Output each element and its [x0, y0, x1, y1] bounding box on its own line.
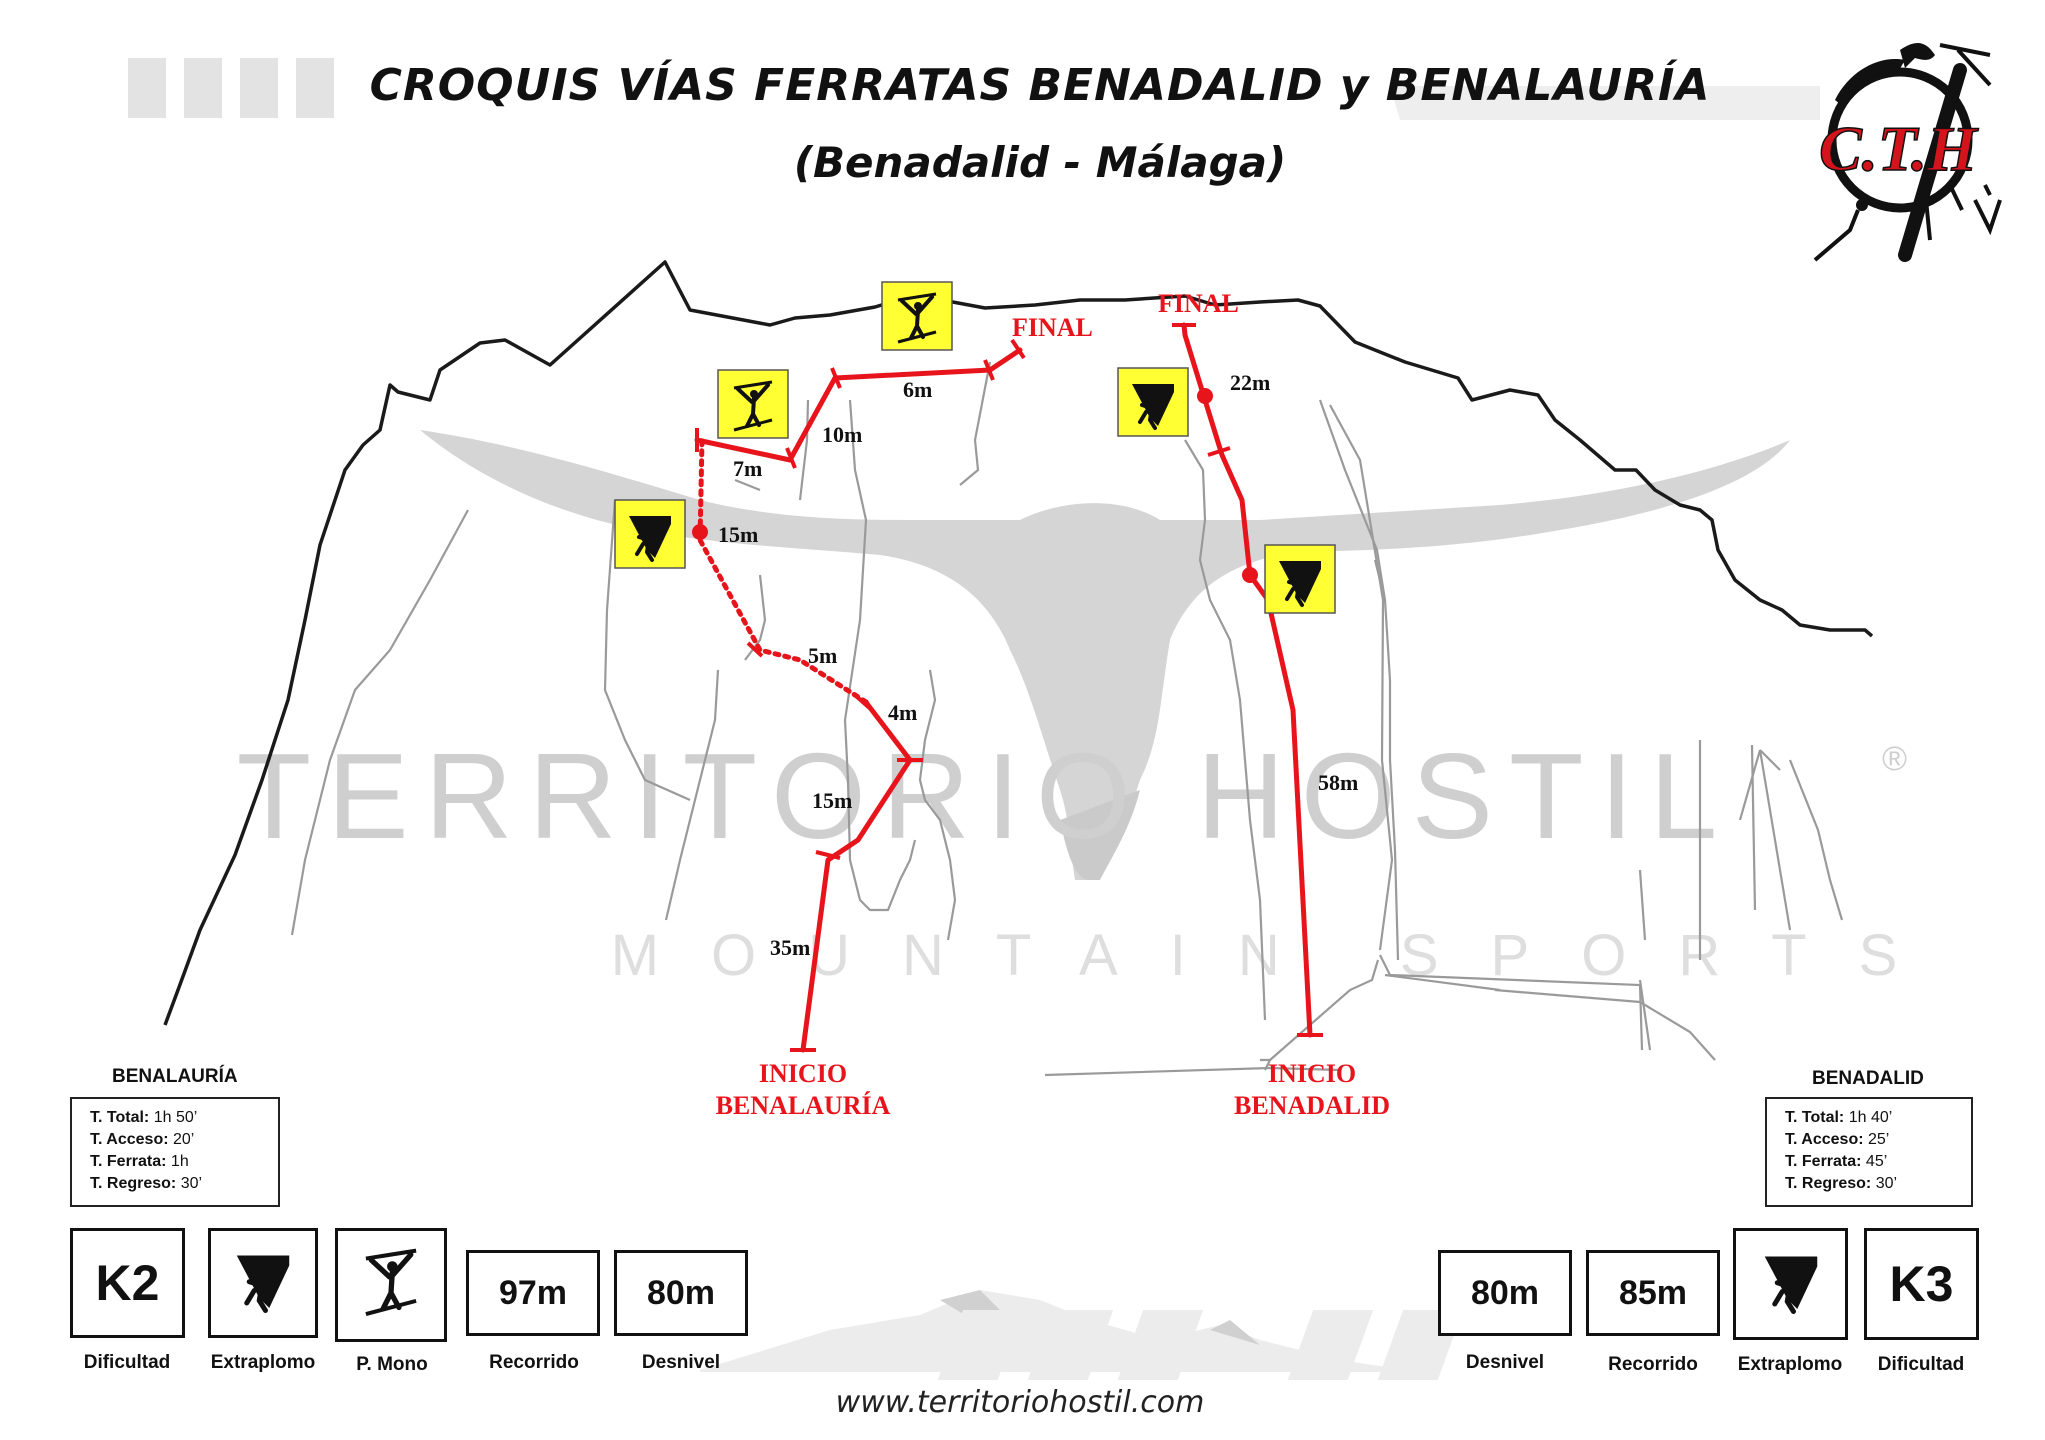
- difficulty-value: K2: [95, 1255, 160, 1311]
- segment-label: 4m: [888, 700, 917, 725]
- sign-overhang-benalauria: [614, 499, 686, 569]
- website-url: www.territoriohostil.com: [835, 1385, 1205, 1420]
- segment-label: 15m: [718, 522, 758, 547]
- length-caption: Recorrido: [1608, 1354, 1698, 1375]
- segment-label: 6m: [903, 377, 932, 402]
- sign-monkey-bridge-1: [717, 369, 789, 439]
- watermark-sub: MOUNTAIN SPORTS: [611, 923, 1950, 988]
- route-benadalid: [1181, 322, 1313, 1038]
- time-row: T. Acceso: 20’: [90, 1131, 195, 1148]
- time-row: T. Regreso: 30’: [1785, 1175, 1898, 1192]
- benalauria-length-badge: 97m: [466, 1250, 600, 1336]
- benalauria-finish-label: FINAL: [1012, 313, 1093, 342]
- overhang-climber-icon: [1756, 1249, 1826, 1319]
- difficulty-caption: Dificultad: [1877, 1354, 1965, 1375]
- drop-value: 80m: [1470, 1273, 1540, 1312]
- benadalid-overhang-badge: [1733, 1228, 1848, 1340]
- mountain-watermark: [700, 1290, 1464, 1380]
- time-row: T. Regreso: 30’: [90, 1175, 203, 1192]
- segment-label: 7m: [733, 456, 762, 481]
- route-benalauria-dotted: [694, 437, 869, 705]
- route-benadalid-waypoint-upper: [1197, 388, 1213, 404]
- drop-value: 80m: [646, 1273, 716, 1312]
- monkey-caption: P. Mono: [356, 1354, 428, 1375]
- sign-monkey-bridge-2: [881, 281, 953, 351]
- time-row: T. Acceso: 25’: [1785, 1131, 1890, 1148]
- route-benalauria-ticks: [695, 338, 1026, 1052]
- monkey-bridge-icon: [354, 1248, 428, 1322]
- benadalid-name: BENADALID: [1812, 1068, 1924, 1089]
- bull-watermark: [420, 430, 1790, 880]
- difficulty-value: K3: [1889, 1256, 1954, 1312]
- benadalid-finish-label: FINAL: [1158, 289, 1239, 318]
- benadalid-length-badge: 85m: [1586, 1250, 1720, 1336]
- watermark-main: TERRITORIO HOSTIL: [237, 728, 1734, 864]
- time-row: T. Ferrata: 1h: [90, 1153, 189, 1170]
- drop-caption: Desnivel: [1465, 1352, 1545, 1373]
- sign-overhang-benadalid-upper: [1117, 367, 1189, 437]
- benadalid-drop-badge: 80m: [1438, 1250, 1572, 1336]
- segment-label: 22m: [1230, 370, 1270, 395]
- sign-overhang-benadalid-lower: [1264, 544, 1336, 614]
- route-benadalid-ticks: [1172, 323, 1323, 1037]
- watermark-reg: ®: [1882, 740, 1907, 778]
- time-row: T. Ferrata: 45’: [1785, 1153, 1888, 1170]
- segment-label: 5m: [808, 643, 837, 668]
- logo-text: C.T.H: [1819, 113, 1979, 184]
- benalauria-name: BENALAURÍA: [112, 1066, 238, 1087]
- length-value: 97m: [498, 1273, 568, 1312]
- benadalid-times-box: T. Total: 1h 40’ T. Acceso: 25’ T. Ferra…: [1765, 1097, 1973, 1207]
- length-caption: Recorrido: [489, 1352, 579, 1373]
- route-benalauria-waypoint: [692, 524, 708, 540]
- benadalid-difficulty-badge: K3: [1864, 1228, 1979, 1340]
- rock-lines: [290, 361, 1844, 1077]
- benalauria-monkey-badge: [335, 1228, 447, 1342]
- drop-caption: Desnivel: [641, 1352, 721, 1373]
- benalauria-difficulty-badge: K2: [70, 1228, 185, 1338]
- overhang-climber-icon: [228, 1248, 298, 1318]
- benalauria-drop-badge: 80m: [614, 1250, 748, 1336]
- time-row: T. Total: 1h 40’: [1785, 1109, 1893, 1126]
- overhang-caption: Extraplomo: [210, 1352, 316, 1373]
- benalauria-start-label-1: INICIO: [759, 1059, 847, 1088]
- cth-gecko-logo: C.T.H: [1813, 43, 2002, 262]
- benadalid-start-label-2: BENADALID: [1234, 1091, 1390, 1120]
- segment-label: 35m: [770, 935, 810, 960]
- time-row: T. Total: 1h 50’: [90, 1109, 198, 1126]
- page-title: CROQUIS VÍAS FERRATAS BENADALID y BENALA…: [369, 60, 1711, 111]
- ridge-outline: [163, 260, 1874, 1026]
- benalauria-start-label-2: BENALAURÍA: [716, 1091, 891, 1120]
- length-value: 85m: [1618, 1273, 1688, 1312]
- benalauria-times-box: T. Total: 1h 50’ T. Acceso: 20’ T. Ferra…: [70, 1097, 280, 1207]
- decor-bars: [128, 58, 1820, 120]
- segment-label: 10m: [822, 422, 862, 447]
- overhang-caption: Extraplomo: [1737, 1354, 1843, 1375]
- route-benadalid-waypoint-lower: [1242, 567, 1258, 583]
- page-subtitle: (Benadalid - Málaga): [793, 138, 1287, 187]
- segment-label: 58m: [1318, 770, 1358, 795]
- benalauria-overhang-badge: [208, 1228, 318, 1338]
- difficulty-caption: Dificultad: [83, 1352, 171, 1373]
- benadalid-start-label-1: INICIO: [1268, 1059, 1356, 1088]
- route-labels: FINAL FINAL INICIO BENALAURÍA INICIO BEN…: [716, 289, 1390, 1120]
- segment-label: 15m: [812, 788, 852, 813]
